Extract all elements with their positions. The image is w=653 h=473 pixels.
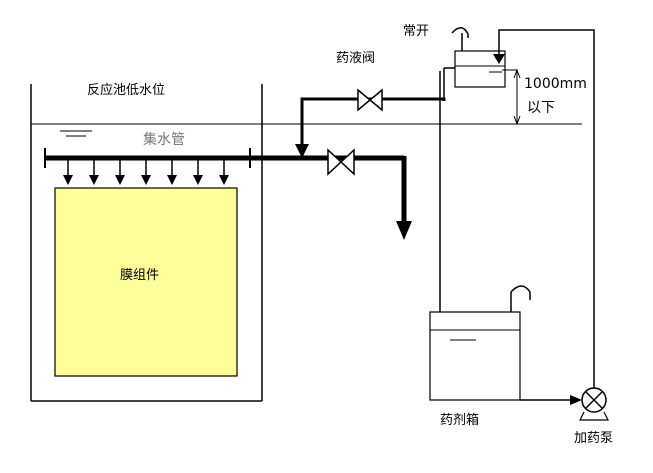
depth-label: 1000mm	[524, 76, 587, 92]
water-level-symbol	[60, 130, 92, 137]
dosing-pump-label: 加药泵	[574, 431, 614, 446]
collector-pipe-label: 集水管	[143, 132, 185, 148]
depth-dimension	[513, 68, 521, 126]
chemical-tank	[429, 311, 521, 401]
chemical-tank-label: 药剂箱	[440, 413, 480, 428]
below-label: 以下	[527, 100, 555, 116]
collector-arrows	[63, 158, 229, 185]
pump-line	[520, 395, 582, 405]
membrane-module	[54, 187, 238, 377]
faucet-icon	[510, 285, 531, 312]
outlet-pipe	[396, 156, 412, 240]
pump-icon	[579, 387, 609, 421]
reactor-low-level-label: 反应池低水位	[87, 83, 166, 98]
valve-icon	[327, 148, 355, 176]
return-line	[493, 29, 595, 395]
faucet-icon	[451, 27, 469, 51]
tank-feed-line	[434, 71, 446, 330]
normally-open-label: 常开	[403, 24, 430, 39]
membrane-module-label: 膜组件	[120, 268, 160, 283]
valve-icon	[357, 88, 383, 112]
chemical-line	[295, 97, 446, 158]
reactor-tank	[30, 84, 263, 402]
chemical-valve-label: 药液阀	[336, 51, 376, 66]
